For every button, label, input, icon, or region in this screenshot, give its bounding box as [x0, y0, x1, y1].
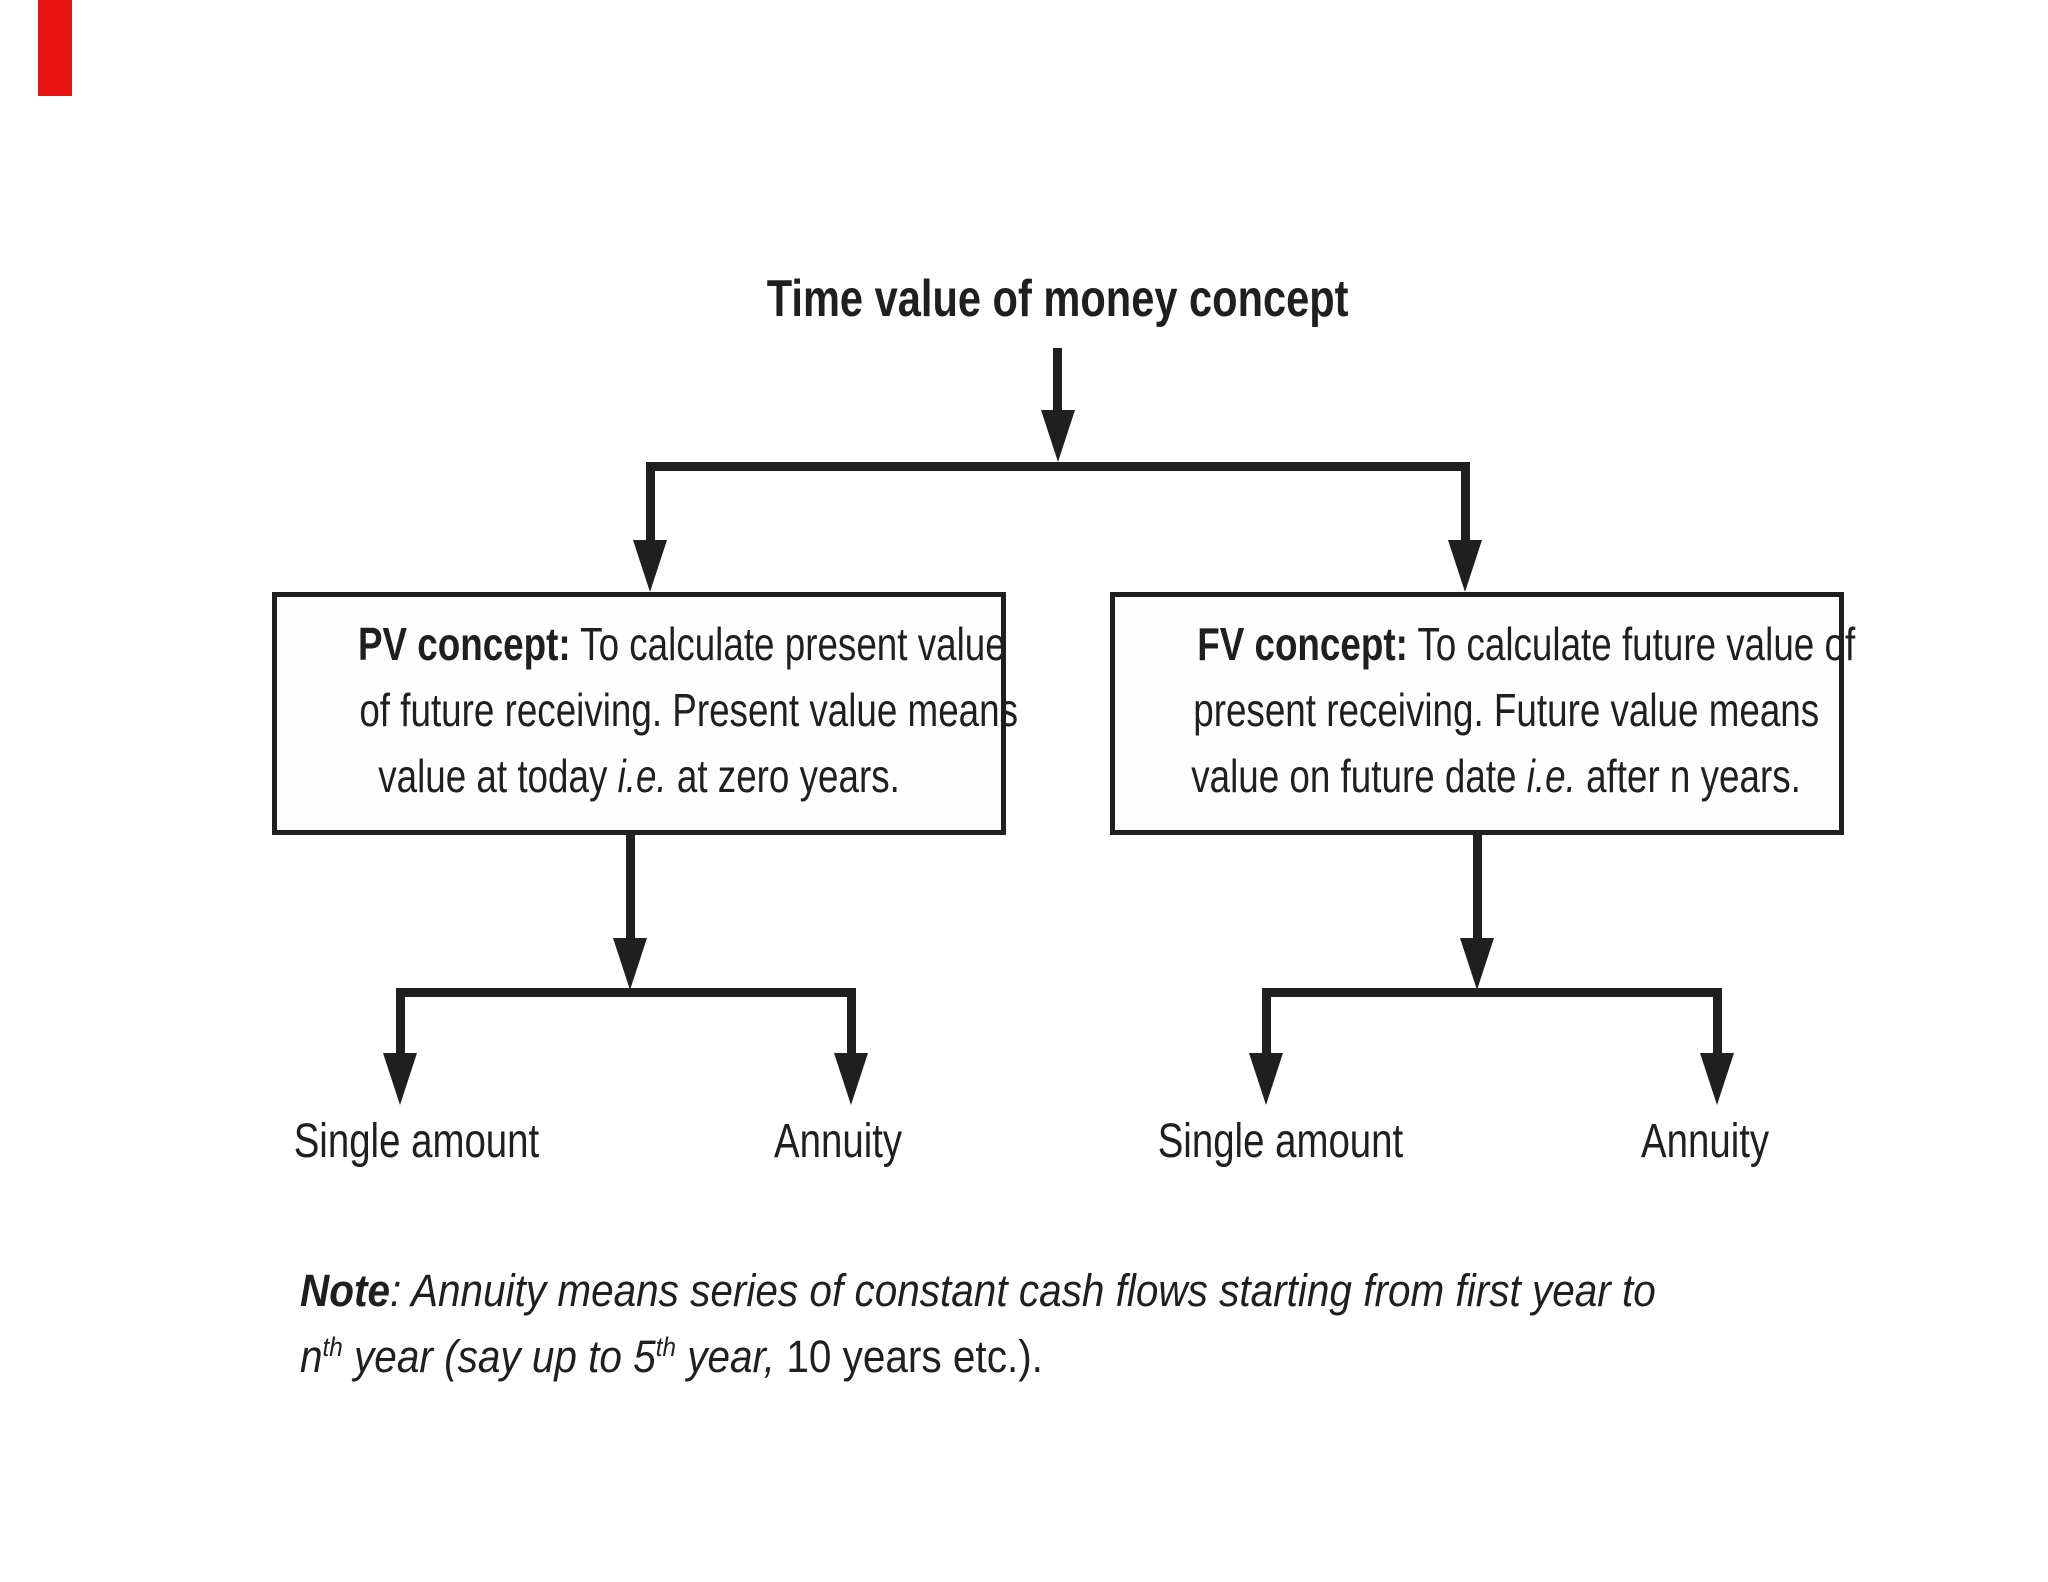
pv-box-line2: of future receiving. Present value means — [359, 684, 1018, 736]
note-block: Note: Annuity means series of constant c… — [300, 1258, 1900, 1390]
diagram-title-text: Time value of money concept — [767, 270, 1349, 328]
connector-pv-annuity-drop — [847, 988, 856, 1053]
arrowhead-fv-split-icon — [1460, 938, 1494, 990]
fv-box-ie: i.e. — [1526, 750, 1576, 802]
fv-concept-text: FV concept: To calculate future value of… — [1115, 597, 1855, 809]
connector-fv-single-drop — [1262, 988, 1271, 1053]
pv-box-line3-pre: value at today — [378, 750, 618, 802]
pv-box-ie: i.e. — [617, 750, 667, 802]
fv-box-lead: FV concept: — [1197, 618, 1408, 670]
connector-split-top — [646, 462, 1470, 471]
fv-box-line3-post: after n years. — [1575, 750, 1801, 802]
red-marker-bar — [38, 0, 72, 96]
pv-box-line1: To calculate present value — [570, 618, 1006, 670]
arrowhead-title-down-icon — [1041, 410, 1075, 462]
diagram-title: Time value of money concept — [558, 268, 1558, 330]
arrowhead-pv-annuity-icon — [834, 1053, 868, 1105]
superscript-th-1: th — [322, 1332, 343, 1362]
arrowhead-to-fv-box-icon — [1448, 540, 1482, 592]
pv-concept-text: PV concept: To calculate present value o… — [277, 597, 1018, 809]
connector-pv-exit-stem — [626, 835, 635, 938]
pv-concept-box: PV concept: To calculate present value o… — [272, 592, 1018, 835]
note-tail-upright: 10 years etc.). — [786, 1331, 1043, 1382]
connector-fv-exit-stem — [1473, 835, 1482, 938]
connector-fv-split-bar — [1262, 988, 1722, 997]
fv-concept-box: FV concept: To calculate future value of… — [1110, 592, 1855, 835]
leaf-pv-annuity: Annuity — [773, 1115, 903, 1168]
pv-box-lead: PV concept: — [357, 618, 571, 670]
arrowhead-pv-single-icon — [383, 1053, 417, 1105]
fv-box-line2: present receiving. Future value means — [1193, 684, 1820, 736]
connector-title-stem — [1053, 348, 1062, 412]
fv-box-line1: To calculate future value of — [1407, 618, 1856, 670]
fv-box-line3-pre: value on future date — [1191, 750, 1527, 802]
superscript-th-2: th — [655, 1332, 677, 1362]
note-line-2: nth year (say up to 5th year, 10 years e… — [300, 1331, 1043, 1382]
note-line-1: Note: Annuity means series of constant c… — [300, 1265, 1656, 1316]
arrowhead-to-pv-box-icon — [633, 540, 667, 592]
connector-left-drop — [646, 462, 655, 540]
leaf-pv-single-amount: Single amount — [293, 1115, 539, 1168]
arrowhead-fv-single-icon — [1249, 1053, 1283, 1105]
connector-pv-split-bar — [396, 988, 856, 997]
connector-fv-annuity-drop — [1713, 988, 1722, 1053]
pv-box-line3-post: at zero years. — [666, 750, 900, 802]
leaf-fv-single-amount: Single amount — [1157, 1115, 1403, 1168]
arrowhead-fv-annuity-icon — [1700, 1053, 1734, 1105]
connector-pv-single-drop — [396, 988, 405, 1053]
leaf-fv-annuity: Annuity — [1640, 1115, 1770, 1168]
arrowhead-pv-split-icon — [613, 938, 647, 990]
note-label: Note — [300, 1265, 390, 1316]
connector-right-drop — [1461, 462, 1470, 540]
